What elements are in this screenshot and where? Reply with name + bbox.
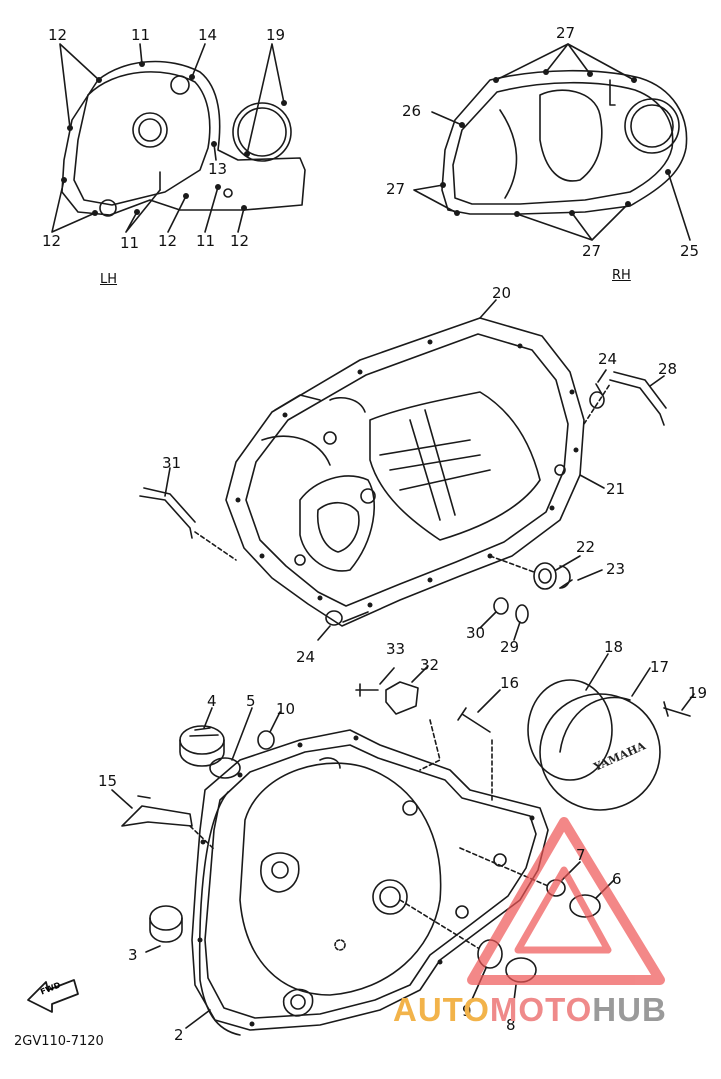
callout-19: 19 bbox=[266, 26, 286, 44]
callout-18: 18 bbox=[604, 638, 624, 656]
watermark-triangle bbox=[467, 817, 665, 985]
callout-11: 11 bbox=[196, 232, 216, 250]
callout-12: 12 bbox=[42, 232, 62, 250]
callout-28: 28 bbox=[658, 360, 678, 378]
callout-13: 13 bbox=[208, 160, 228, 178]
callout-15: 15 bbox=[98, 772, 118, 790]
callout-32: 32 bbox=[420, 656, 440, 674]
callout-27: 27 bbox=[556, 24, 576, 42]
watermark-part-hub: HUB bbox=[592, 991, 667, 1028]
callout-25: 25 bbox=[680, 242, 700, 260]
callout-9: 9 bbox=[462, 1002, 472, 1020]
callout-8: 8 bbox=[506, 1016, 516, 1034]
callout-12: 12 bbox=[158, 232, 178, 250]
callout-31: 31 bbox=[162, 454, 182, 472]
callout-16: 16 bbox=[500, 674, 520, 692]
callout-21: 21 bbox=[606, 480, 626, 498]
callout-22: 22 bbox=[576, 538, 596, 556]
watermark-part-auto: AUTO bbox=[393, 991, 490, 1028]
rh-gasket bbox=[413, 43, 691, 241]
callout-12: 12 bbox=[48, 26, 68, 44]
callout-26: 26 bbox=[402, 102, 422, 120]
callout-3: 3 bbox=[128, 946, 138, 964]
callout-29: 29 bbox=[500, 638, 520, 656]
callout-11: 11 bbox=[120, 234, 140, 252]
callout-6: 6 bbox=[612, 870, 622, 888]
callout-19: 19 bbox=[688, 684, 708, 702]
callout-17: 17 bbox=[650, 658, 670, 676]
callout-2: 2 bbox=[174, 1026, 184, 1044]
crankcase-cover bbox=[27, 653, 695, 1036]
watermark-part-moto: MOTO bbox=[489, 991, 593, 1028]
diagram-code: 2GV110-7120 bbox=[14, 1034, 104, 1049]
callout-33: 33 bbox=[386, 640, 406, 658]
callout-10: 10 bbox=[276, 700, 296, 718]
callout-24: 24 bbox=[598, 350, 618, 368]
callout-4: 4 bbox=[207, 692, 217, 710]
callout-27: 27 bbox=[386, 180, 406, 198]
section-label-rh: RH bbox=[612, 268, 631, 283]
callout-20: 20 bbox=[492, 284, 512, 302]
callout-30: 30 bbox=[466, 624, 486, 642]
callout-11: 11 bbox=[131, 26, 151, 44]
callout-24: 24 bbox=[296, 648, 316, 666]
callout-12: 12 bbox=[230, 232, 250, 250]
callout-5: 5 bbox=[246, 692, 256, 710]
crankcase-gasket bbox=[139, 299, 667, 641]
callout-14: 14 bbox=[198, 26, 218, 44]
watermark-text: AUTOMOTOHUB bbox=[393, 993, 667, 1026]
callout-27: 27 bbox=[582, 242, 602, 260]
callout-23: 23 bbox=[606, 560, 626, 578]
section-label-lh: LH bbox=[100, 272, 118, 287]
lh-gasket bbox=[51, 43, 306, 233]
callout-7: 7 bbox=[576, 846, 586, 864]
